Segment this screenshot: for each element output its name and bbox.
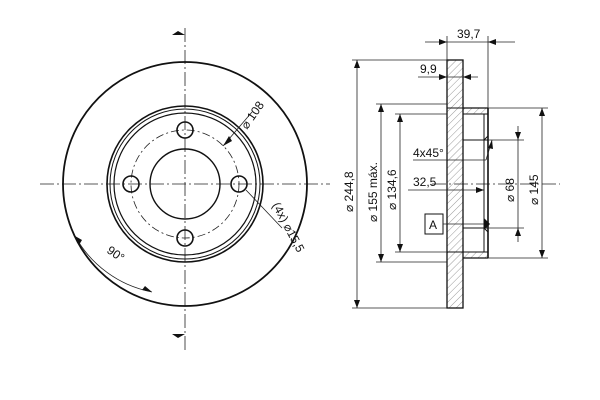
hub-ring-3 xyxy=(113,112,257,256)
outer-diameter-label: ⌀ 244,8 xyxy=(342,171,356,212)
hat-diameter-label: ⌀ 134,6 xyxy=(385,169,399,210)
bolt-hole-top xyxy=(176,121,194,139)
pitch-circle xyxy=(130,129,240,239)
chamfer-label: 4x45° xyxy=(413,146,444,160)
datum-label: A xyxy=(429,218,437,232)
angle-arc-arrow-start xyxy=(75,236,82,245)
dim-arrow-244-bottom xyxy=(354,300,360,308)
inner-diameter-label: ⌀ 145 xyxy=(527,174,541,205)
disc-thickness-label: 9,9 xyxy=(420,62,437,76)
hub-outer-ring xyxy=(106,105,264,263)
dim-arrow-145-top xyxy=(539,108,545,116)
bolt-hole-bottom xyxy=(176,229,194,247)
dim-arrow-134-top xyxy=(397,114,403,122)
dim-arrow-39-left xyxy=(439,39,447,45)
chamfer-upper xyxy=(483,135,489,141)
dim-arrow-9-left xyxy=(439,74,447,80)
pcd-leader-arrow xyxy=(223,136,232,146)
dim-arrow-68-top xyxy=(515,132,521,140)
hub-ring-2 xyxy=(109,108,261,260)
dim-arrow-9-right xyxy=(463,74,471,80)
angle-arc xyxy=(74,235,153,293)
dim-arrow-32-right xyxy=(476,187,484,193)
disc-outer-edge xyxy=(62,61,308,307)
holes-label: (4x) ⌀15,5 xyxy=(269,200,307,255)
section-view: 39,7 9,9 4x45° 32,5 A ⌀ 244,8 xyxy=(342,27,560,309)
chamfer-leader-arrow xyxy=(488,140,493,149)
bolt-hole-right xyxy=(230,175,248,193)
dim-arrow-244-top xyxy=(354,60,360,68)
holes-leader xyxy=(245,189,283,229)
hat-depth-label: 32,5 xyxy=(413,175,437,189)
overall-width-label: 39,7 xyxy=(457,27,481,41)
disc-face-section xyxy=(446,59,464,309)
dim-arrow-155-bottom xyxy=(378,254,384,262)
dim-arrow-145-bottom xyxy=(539,250,545,258)
angle-label: 90° xyxy=(104,243,127,265)
max-diameter-label: ⌀ 155 máx. xyxy=(366,162,380,222)
pcd-label: ⌀ 108 xyxy=(238,98,267,131)
center-bore-label: ⌀ 68 xyxy=(503,178,517,202)
bolt-hole-left xyxy=(122,175,140,193)
top-centerline-arrow xyxy=(172,31,185,35)
angle-arc-arrow-end xyxy=(142,286,152,292)
dim-arrow-68-bottom xyxy=(515,228,521,236)
dim-arrow-155-top xyxy=(378,104,384,112)
dim-arrow-134-bottom xyxy=(397,244,403,252)
center-bore xyxy=(149,148,221,220)
bottom-centerline-arrow xyxy=(172,334,185,338)
front-view: ⌀ 108 (4x) ⌀15,5 90° xyxy=(40,28,330,350)
datum-leader-triangle xyxy=(484,218,490,230)
dim-arrow-39-right xyxy=(488,39,496,45)
